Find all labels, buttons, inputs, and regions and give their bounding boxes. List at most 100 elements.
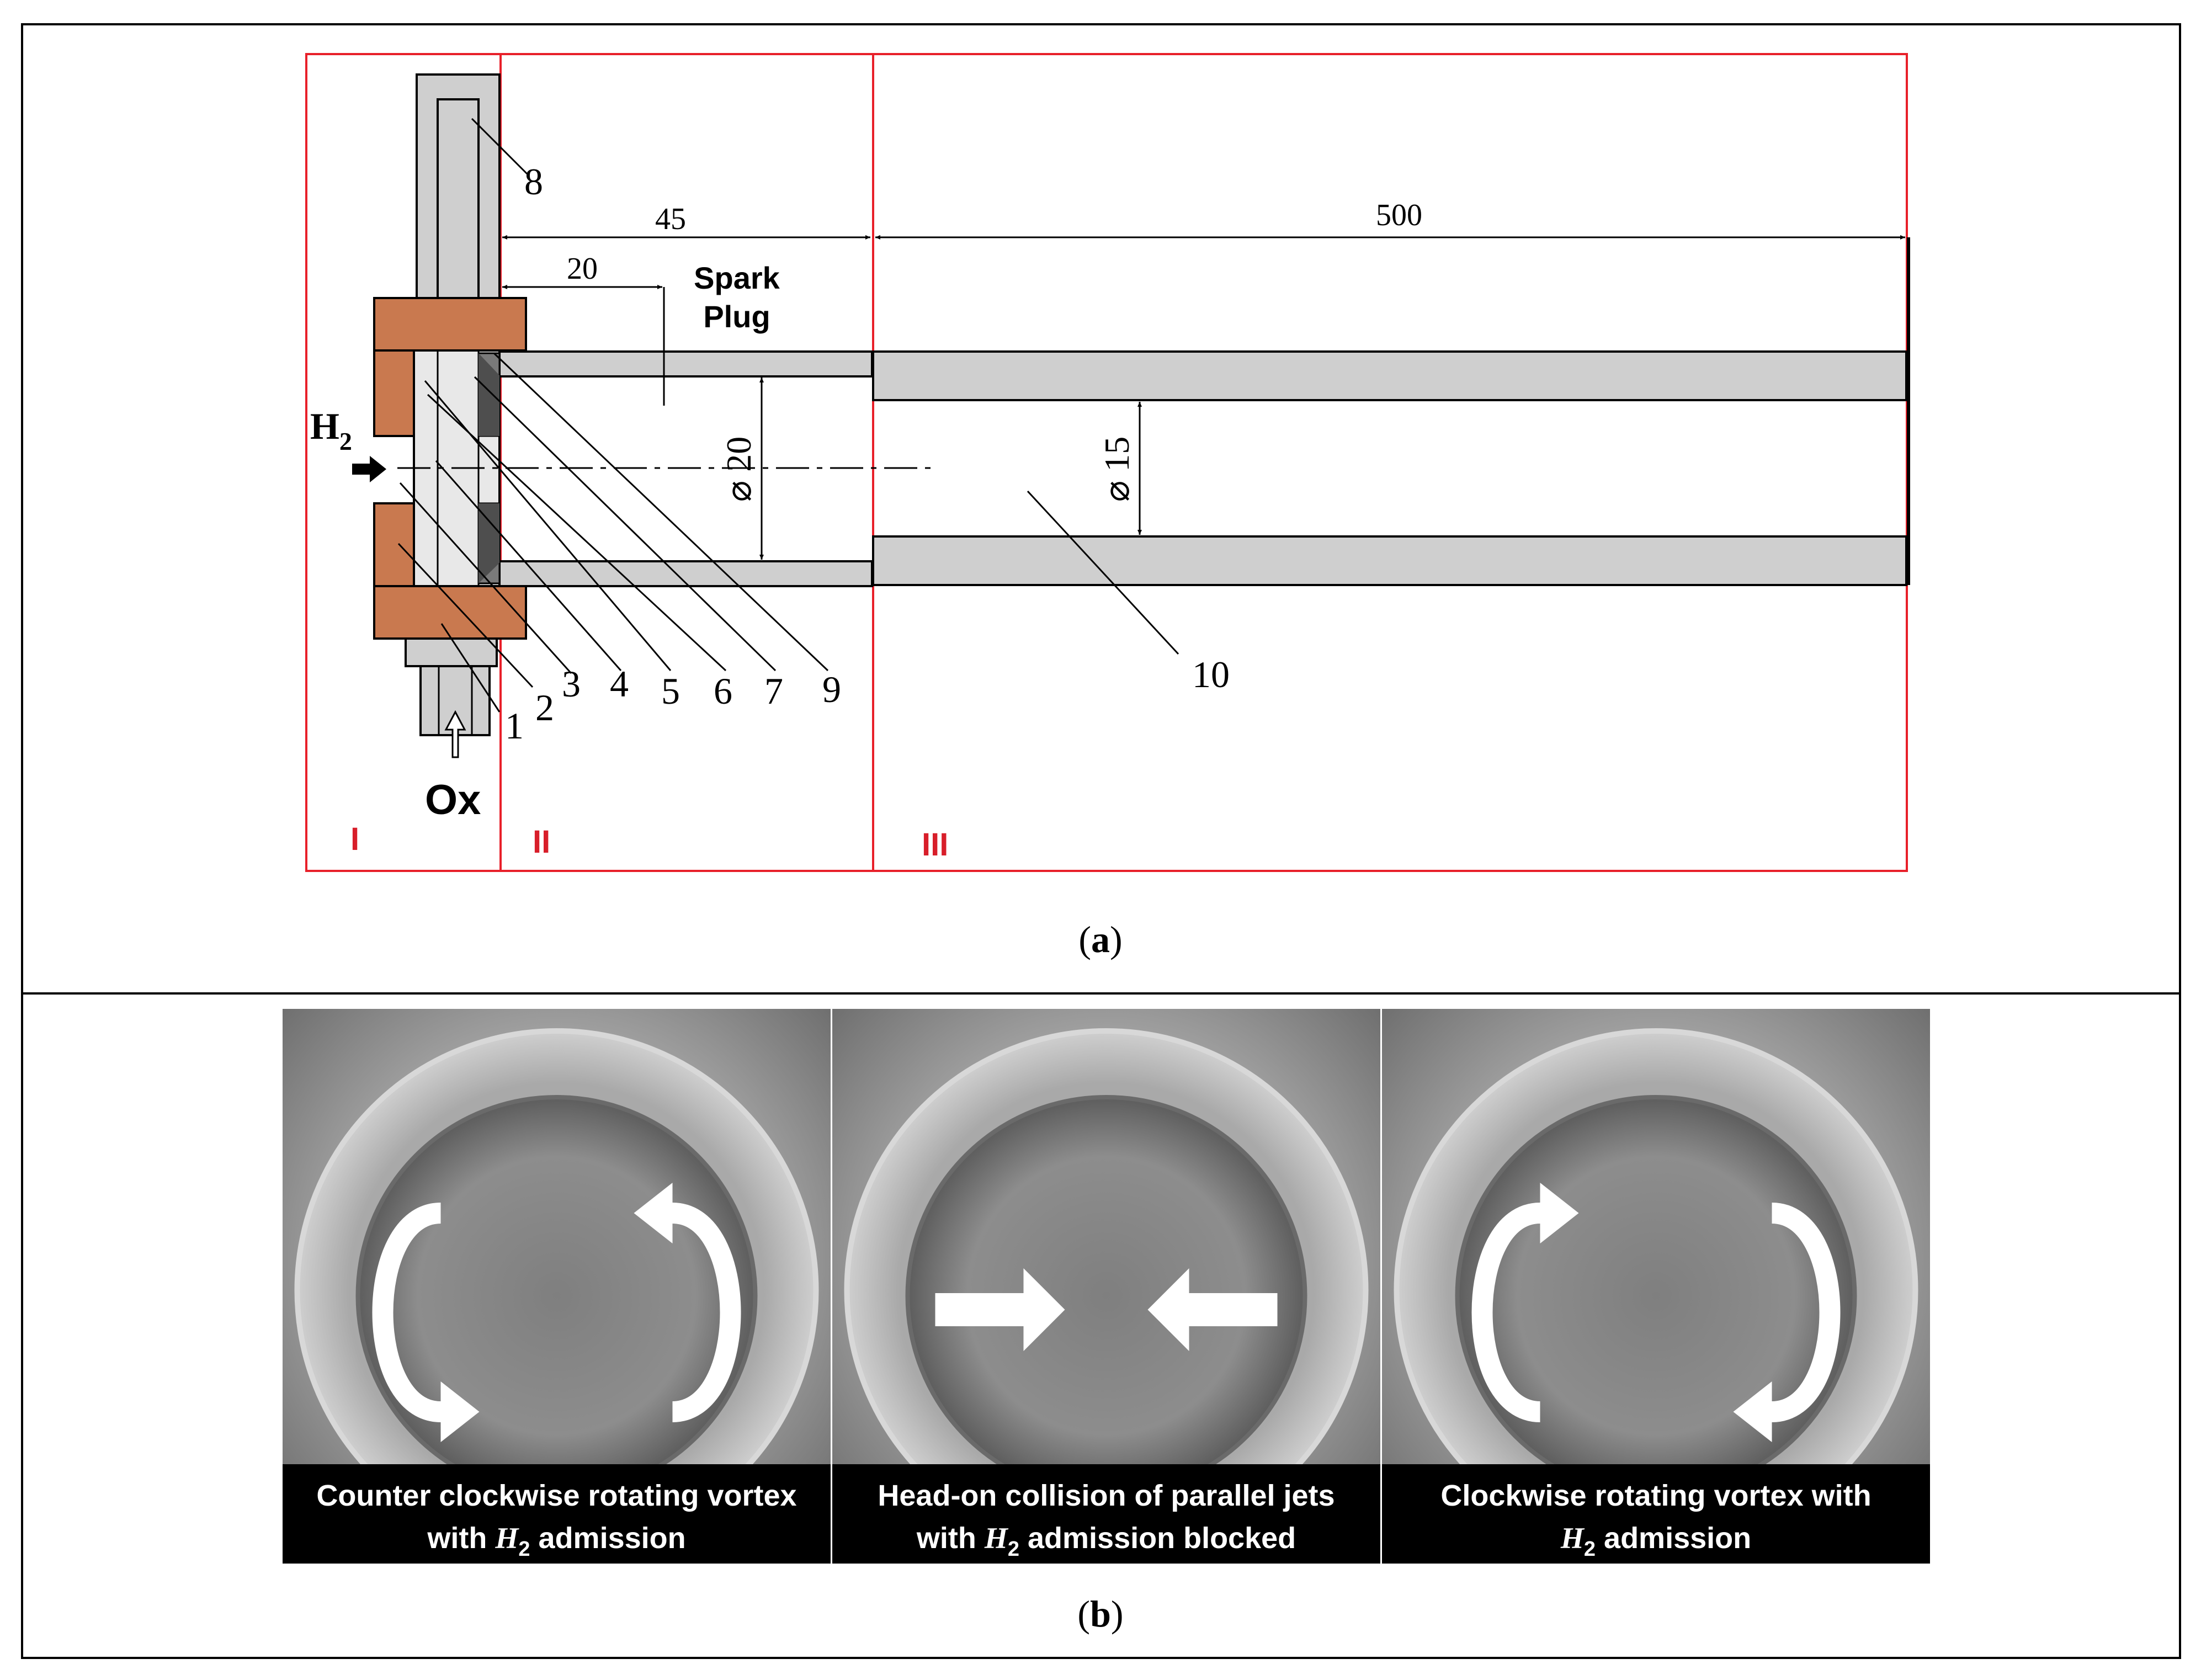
leader-lines [397, 118, 1179, 713]
region-label-iii: III [922, 827, 948, 863]
region-labels: I II III [350, 821, 948, 863]
leader-8 [471, 118, 528, 175]
dim-20-label: 20 [567, 252, 598, 286]
photo-caption-line2: H2 admission [1560, 1522, 1751, 1561]
part-number-1: 1 [505, 705, 524, 747]
part-number-5: 5 [661, 670, 680, 712]
dimension-lines [502, 235, 1905, 560]
spark-plug-label-line1: Spark [694, 260, 780, 295]
photo-caption-bar [283, 1464, 831, 1564]
photo-bowl [907, 1097, 1305, 1495]
ccw-arrow-left-icon [372, 1203, 442, 1422]
dim-45-label: 45 [655, 202, 686, 236]
region-label-i: I [350, 821, 359, 857]
part-numbers: 1 2 3 4 5 6 7 8 9 10 [505, 161, 1230, 747]
caption-subscript: 2 [1584, 1538, 1596, 1561]
leader-9 [493, 352, 829, 672]
photo-caption-line1: Counter clockwise rotating vortex [316, 1479, 796, 1512]
photo-caption-bar [832, 1464, 1380, 1564]
caption-a: (a) [1078, 918, 1122, 960]
part-number-2: 2 [535, 687, 554, 729]
photo-panel: Head-on collision of parallel jets with H… [832, 1009, 1380, 1564]
part-number-9: 9 [822, 668, 841, 710]
ccw-arrow-right-icon [671, 1203, 741, 1422]
h2-inlet-arrow-icon [352, 456, 386, 482]
dim-dia15-label: ⌀ 15 [1097, 437, 1136, 502]
ccw-arrow-left-icon-head [440, 1381, 480, 1442]
leader-2 [397, 543, 534, 688]
caption-variable: H [1560, 1522, 1585, 1555]
leader-6 [427, 394, 727, 672]
leader-10 [1027, 490, 1179, 655]
caption-b: (b) [1077, 1593, 1123, 1635]
injector-assembly [352, 73, 527, 758]
leader-7 [474, 376, 777, 672]
photo-panel: Counter clockwise rotating vortex with H2… [283, 1009, 831, 1564]
leader-1 [440, 623, 501, 713]
photo-caption-bar [1382, 1464, 1930, 1564]
h2-label: H2 [310, 405, 352, 455]
ox-label: Ox [425, 777, 481, 823]
caption-a-open: ( [1078, 918, 1091, 960]
swirler-cone-lower [479, 503, 499, 583]
part-number-6: 6 [714, 670, 732, 712]
spark-plug-label-line2: Plug [703, 299, 770, 334]
copper-flange-bottom [373, 585, 527, 640]
ox-inlet-arrow-icon [444, 710, 466, 758]
caption-b-letter: b [1090, 1593, 1111, 1635]
caption-text: admission blocked [1019, 1522, 1296, 1555]
dim-dia20-label: ⌀ 20 [719, 437, 758, 502]
swirler-cone-upper [479, 353, 499, 436]
caption-b-open: ( [1077, 1593, 1090, 1635]
caption-b-close: ) [1111, 1593, 1124, 1635]
cw-arrow-right-icon-head [1733, 1381, 1772, 1442]
cw-arrow-right-icon [1771, 1203, 1841, 1422]
figure-frame [21, 23, 2181, 1659]
tube-section-iii [872, 350, 1907, 586]
cw-arrow-left-icon-head [1540, 1183, 1579, 1243]
ccw-arrow-right-icon-head [634, 1183, 673, 1243]
spark-plug-label: Spark Plug [694, 260, 780, 334]
caption-variable: H [495, 1522, 519, 1555]
leader-4 [435, 460, 622, 671]
part-number-4: 4 [610, 663, 629, 705]
region-label-ii: II [533, 824, 550, 860]
photo-caption-line2: with H2 admission blocked [916, 1522, 1296, 1561]
dim-500-label: 500 [1376, 198, 1422, 232]
caption-text: with [916, 1522, 985, 1555]
tube-ii-top-wall [498, 350, 873, 378]
photo-caption-line2: with H2 admission [427, 1522, 685, 1561]
caption-variable: H [984, 1522, 1009, 1555]
photo-caption-line1: Head-on collision of parallel jets [878, 1479, 1335, 1512]
arrow-right-icon [935, 1268, 1065, 1351]
part-number-3: 3 [562, 663, 581, 705]
tube-iii-top-wall [872, 350, 1907, 401]
copper-block-upper [373, 349, 415, 437]
h2-symbol: H [310, 405, 339, 447]
caption-text: admission [530, 1522, 686, 1555]
tube-iii-bottom-wall [872, 535, 1907, 586]
caption-subscript: 2 [518, 1538, 530, 1561]
part-number-10: 10 [1192, 653, 1230, 695]
panel-a: 1 2 3 4 5 6 7 8 9 10 45 20 500 ⌀ 20 ⌀ 15… [305, 53, 1910, 960]
dimension-values: 45 20 500 ⌀ 20 ⌀ 15 [567, 198, 1422, 502]
part-number-8: 8 [524, 161, 543, 203]
copper-block-lower [373, 502, 415, 587]
copper-flange-top [373, 297, 527, 352]
caption-a-letter: a [1091, 918, 1110, 960]
part-number-7: 7 [764, 670, 783, 712]
leader-3 [399, 482, 572, 674]
caption-subscript: 2 [1008, 1538, 1019, 1561]
caption-text: with [427, 1522, 495, 1555]
ox-inlet-nut [405, 637, 498, 667]
caption-text: admission [1596, 1522, 1751, 1555]
photo-caption-line1: Clockwise rotating vortex with [1440, 1479, 1871, 1512]
caption-a-close: ) [1110, 918, 1123, 960]
cw-arrow-left-icon [1471, 1203, 1541, 1422]
h2-subscript: 2 [339, 427, 352, 455]
arrow-left-icon [1147, 1268, 1278, 1351]
